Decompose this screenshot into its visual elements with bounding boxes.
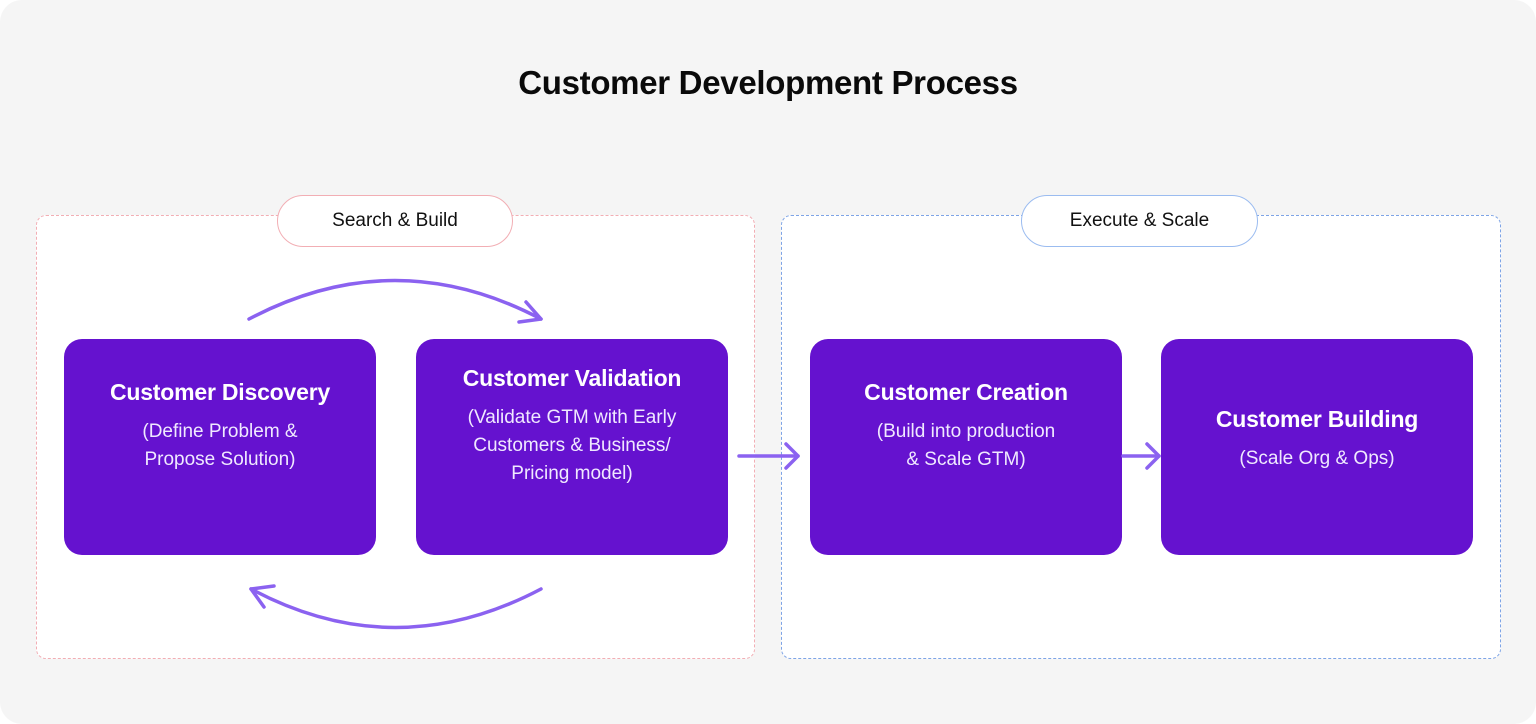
stage-customer-validation: Customer Validation (Validate GTM with E…: [416, 339, 728, 555]
search-build-label: Search & Build: [277, 195, 513, 247]
stage-description-line: (Define Problem &: [142, 420, 298, 442]
stage-description-line: Pricing model): [511, 462, 633, 484]
diagram-title: Customer Development Process: [518, 64, 1018, 101]
validation-to-creation-arrow: [737, 442, 800, 470]
stage-description: (Define Problem & Propose Solution): [142, 418, 297, 474]
loop-back-arrow: [249, 584, 543, 630]
stage-description: (Build into production & Scale GTM): [877, 418, 1056, 474]
stage-description-line: (Scale Org & Ops): [1239, 447, 1395, 469]
stage-customer-creation: Customer Creation (Build into production…: [810, 339, 1122, 555]
stage-description-line: (Validate GTM with Early: [467, 406, 677, 428]
stage-description-line: Customers & Business/: [473, 434, 671, 456]
stage-customer-building: Customer Building (Scale Org & Ops): [1161, 339, 1473, 555]
stage-description-line: & Scale GTM): [906, 448, 1026, 470]
stage-customer-discovery: Customer Discovery (Define Problem & Pro…: [64, 339, 376, 555]
loop-forward-arrow: [247, 278, 543, 324]
stage-title: Customer Validation: [462, 364, 682, 391]
execute-scale-label: Execute & Scale: [1021, 195, 1258, 247]
stage-description-line: Propose Solution): [144, 448, 296, 470]
creation-to-building-arrow: [1121, 442, 1161, 470]
stage-description: (Scale Org & Ops): [1239, 445, 1394, 473]
stage-title: Customer Discovery: [109, 378, 331, 405]
stage-description: (Validate GTM with Early Customers & Bus…: [468, 404, 677, 488]
stage-title: Customer Building: [1215, 405, 1419, 432]
stage-title: Customer Creation: [864, 378, 1068, 405]
stage-description-line: (Build into production: [876, 420, 1056, 442]
